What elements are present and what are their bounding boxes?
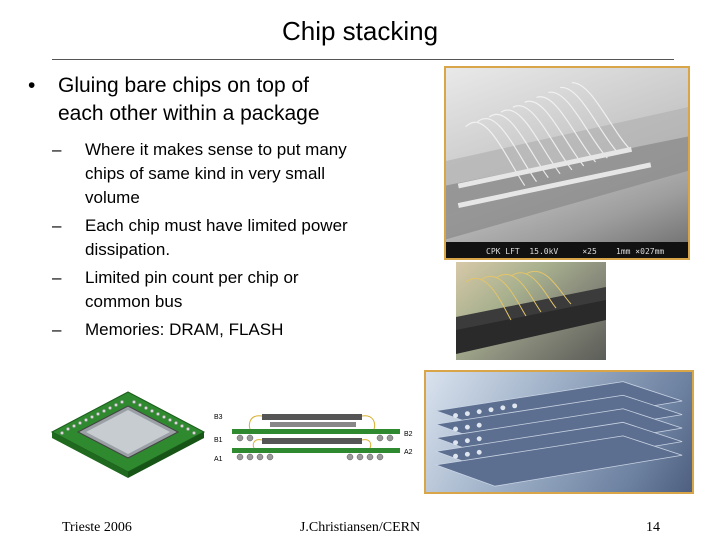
layer-label-b2: B2 xyxy=(404,431,413,438)
layer-label-a2: A2 xyxy=(404,449,413,456)
layer-label-a1: A1 xyxy=(214,456,223,463)
sem-stacked-chip-photo: CPK LFT 15.0kV ×25 1mm ×027mm xyxy=(444,66,690,260)
closeup-drawing xyxy=(456,271,606,354)
sub-bullet-text: Limited pin count per chip or common bus xyxy=(85,268,299,311)
sem-scale-text: CPK LFT 15.0kV ×25 1mm ×027mm xyxy=(486,247,665,256)
layer-label-b1: B1 xyxy=(214,437,223,444)
stack-cross-section-diagram: B3 B1 A1 B2 A2 xyxy=(210,402,420,472)
layer-label-b3: B3 xyxy=(214,414,223,421)
slide-title: Chip stacking xyxy=(281,16,439,46)
main-bullet: • Gluing bare chips on top of each other… xyxy=(28,72,358,128)
sub-bullet: – Limited pin count per chip or common bu… xyxy=(52,266,358,314)
bullet-marker: • xyxy=(28,74,36,97)
bga-drawing xyxy=(50,391,206,478)
footer-author: J.Christiansen/CERN xyxy=(299,520,421,535)
sem-info-bar: CPK LFT 15.0kV ×25 1mm ×027mm xyxy=(446,242,688,258)
footer-page-number: 14 xyxy=(646,520,660,535)
title-divider xyxy=(52,59,674,60)
sem-photo-drawing xyxy=(446,82,688,240)
sub-bullet-text: Memories: DRAM, FLASH xyxy=(85,320,284,339)
multi-layer-drawing xyxy=(434,381,683,487)
dash-marker: – xyxy=(52,320,62,339)
sub-bullet: – Where it makes sense to put many chips … xyxy=(52,138,358,210)
multi-layer-stack-render xyxy=(424,370,694,494)
sub-bullet-list: – Where it makes sense to put many chips … xyxy=(28,138,358,342)
dash-marker: – xyxy=(52,268,62,287)
sub-bullet-text: Each chip must have limited power dissip… xyxy=(85,216,348,259)
main-bullet-text: Gluing bare chips on top of each other w… xyxy=(58,74,320,125)
bga-package-illustration xyxy=(48,384,208,480)
bullet-list: • Gluing bare chips on top of each other… xyxy=(28,72,358,346)
stacked-die-closeup-photo xyxy=(456,262,606,360)
sub-bullet: – Memories: DRAM, FLASH xyxy=(52,318,358,342)
dash-marker: – xyxy=(52,216,62,235)
sub-bullet-text: Where it makes sense to put many chips o… xyxy=(85,140,347,207)
footer-location: Trieste 2006 xyxy=(62,520,132,535)
sub-bullet: – Each chip must have limited power dissi… xyxy=(52,214,358,262)
cross-section-drawing: B3 B1 A1 B2 A2 xyxy=(214,414,413,463)
dash-marker: – xyxy=(52,140,62,159)
